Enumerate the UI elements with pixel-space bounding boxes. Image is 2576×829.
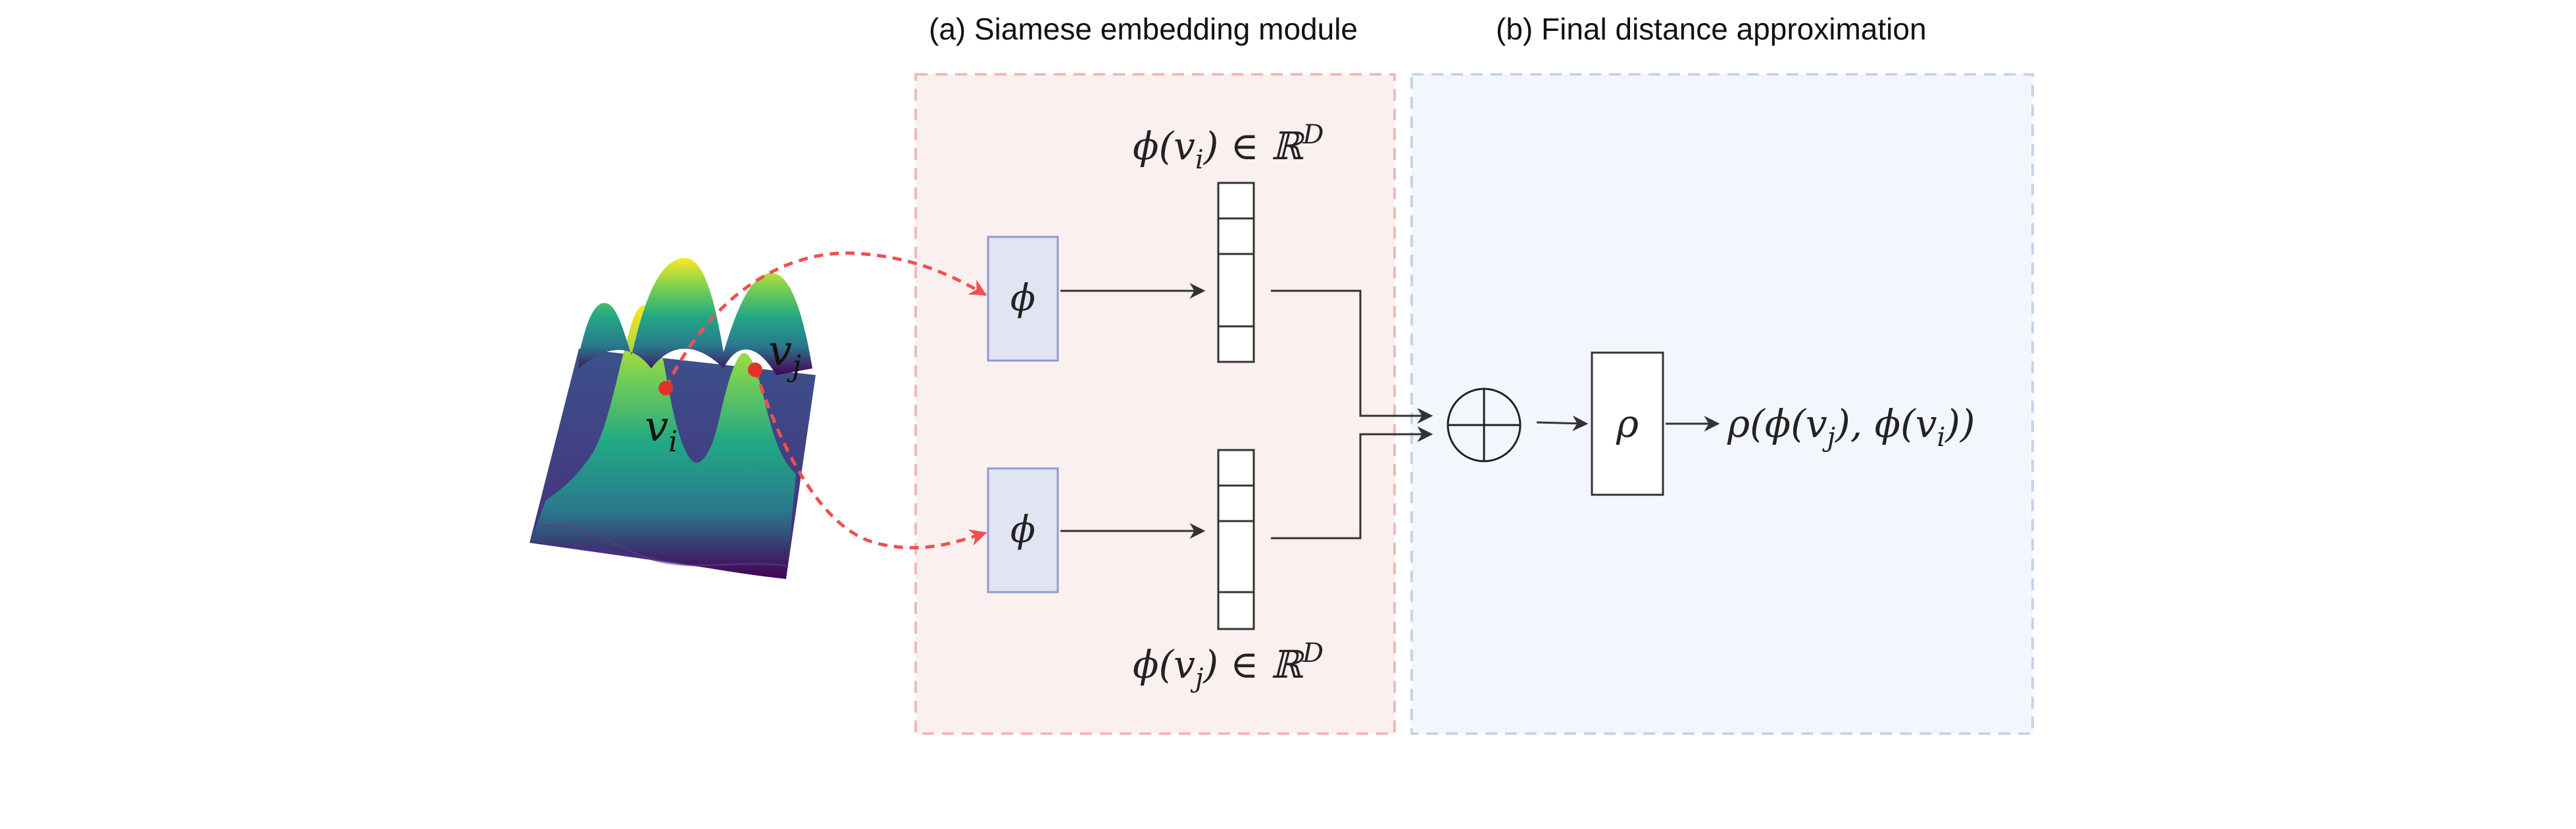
embedding-label-bottom: ϕ(vj) ∈ ℝD [1133, 638, 1324, 693]
panel-b-title: (b) Final distance approximation [1496, 12, 1927, 46]
panel-a-box [914, 73, 1396, 735]
encoder-symbol-bottom: ϕ [1010, 509, 1035, 551]
embedding-vector-bottom [1217, 449, 1255, 630]
embedding-vector-top [1217, 182, 1255, 363]
point-vj [748, 363, 762, 377]
output-expression: ρ(ϕ(vj), ϕ(vi)) [1727, 401, 1975, 453]
point-vi [658, 381, 673, 395]
label-vj: vj [768, 327, 801, 383]
rho-symbol: ρ [1616, 401, 1639, 446]
dashed-arrow-to-top-encoder [664, 251, 987, 389]
rho-box [1591, 351, 1664, 496]
aggregator-symbol: ⊕ [0, 0, 1, 1]
aggregator-oplus [1447, 388, 1522, 463]
dashed-arrow-to-bottom-encoder [753, 369, 987, 550]
surface-plot [530, 257, 816, 579]
embedding-label-top: ϕ(vi) ∈ ℝD [1133, 120, 1324, 175]
panel-b-box [1410, 73, 2034, 735]
connector-bottom-to-aggregator [1271, 426, 1433, 540]
encoder-box-bottom [987, 467, 1059, 593]
encoder-box-top [987, 236, 1059, 362]
connector-top-to-aggregator [1271, 289, 1433, 424]
label-vi: vi [645, 403, 678, 459]
panel-a-title: (a) Siamese embedding module [929, 12, 1358, 46]
encoder-symbol-top: ϕ [1010, 277, 1035, 320]
arrow-aggregator-to-rho [1536, 415, 1589, 432]
